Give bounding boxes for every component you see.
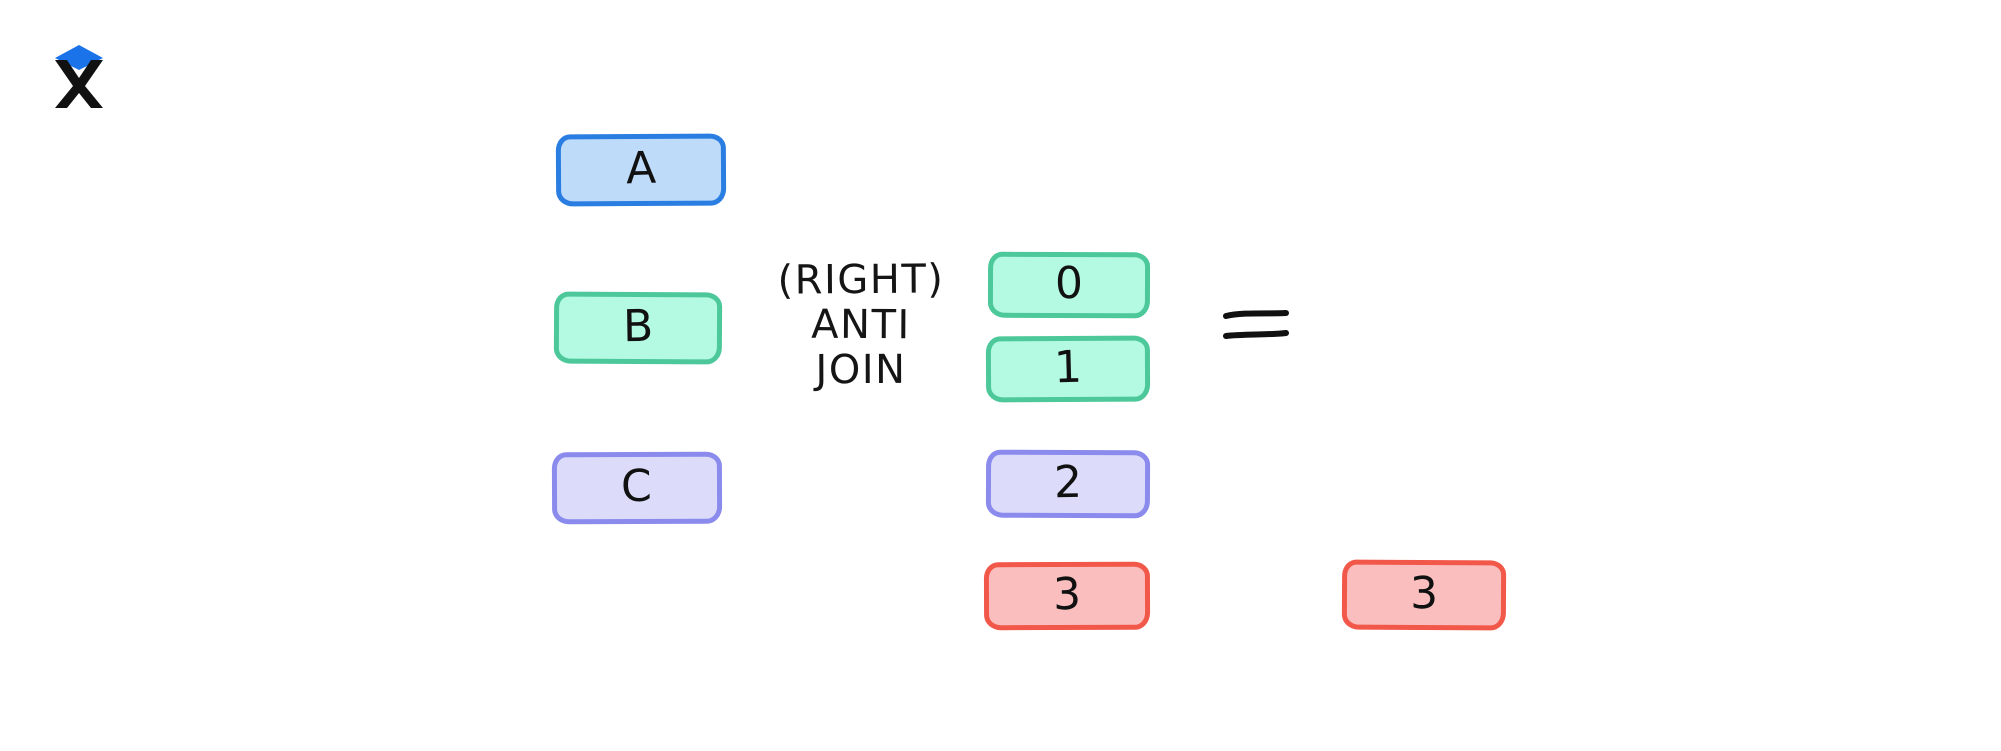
row-box-3[interactable]: 3 bbox=[983, 561, 1151, 631]
table-box-c[interactable]: C bbox=[551, 451, 723, 525]
row-box-0-label: 0 bbox=[1054, 257, 1084, 310]
operator-line-1: (RIGHT) bbox=[777, 256, 945, 304]
x-diamond-logo bbox=[44, 38, 114, 110]
table-box-a[interactable]: A bbox=[555, 133, 727, 207]
x-letter-icon bbox=[55, 60, 103, 108]
table-box-b-label: B bbox=[622, 300, 654, 353]
result-box-3-label: 3 bbox=[1409, 567, 1439, 620]
row-box-2-label: 2 bbox=[1053, 456, 1083, 509]
equals-icon bbox=[1222, 300, 1290, 352]
table-box-b[interactable]: B bbox=[553, 291, 723, 365]
table-box-c-label: C bbox=[620, 460, 654, 513]
row-box-1[interactable]: 1 bbox=[985, 335, 1151, 403]
table-box-a-label: A bbox=[624, 142, 657, 195]
result-box-3[interactable]: 3 bbox=[1341, 559, 1507, 631]
row-box-3-label: 3 bbox=[1052, 568, 1082, 621]
operator-line-2: ANTI bbox=[811, 301, 911, 349]
row-box-0[interactable]: 0 bbox=[987, 251, 1151, 319]
operator-line-3: JOIN bbox=[815, 346, 907, 393]
join-operator-label: (RIGHT) ANTI JOIN bbox=[746, 256, 976, 393]
row-box-2[interactable]: 2 bbox=[985, 449, 1151, 519]
row-box-1-label: 1 bbox=[1053, 341, 1083, 394]
